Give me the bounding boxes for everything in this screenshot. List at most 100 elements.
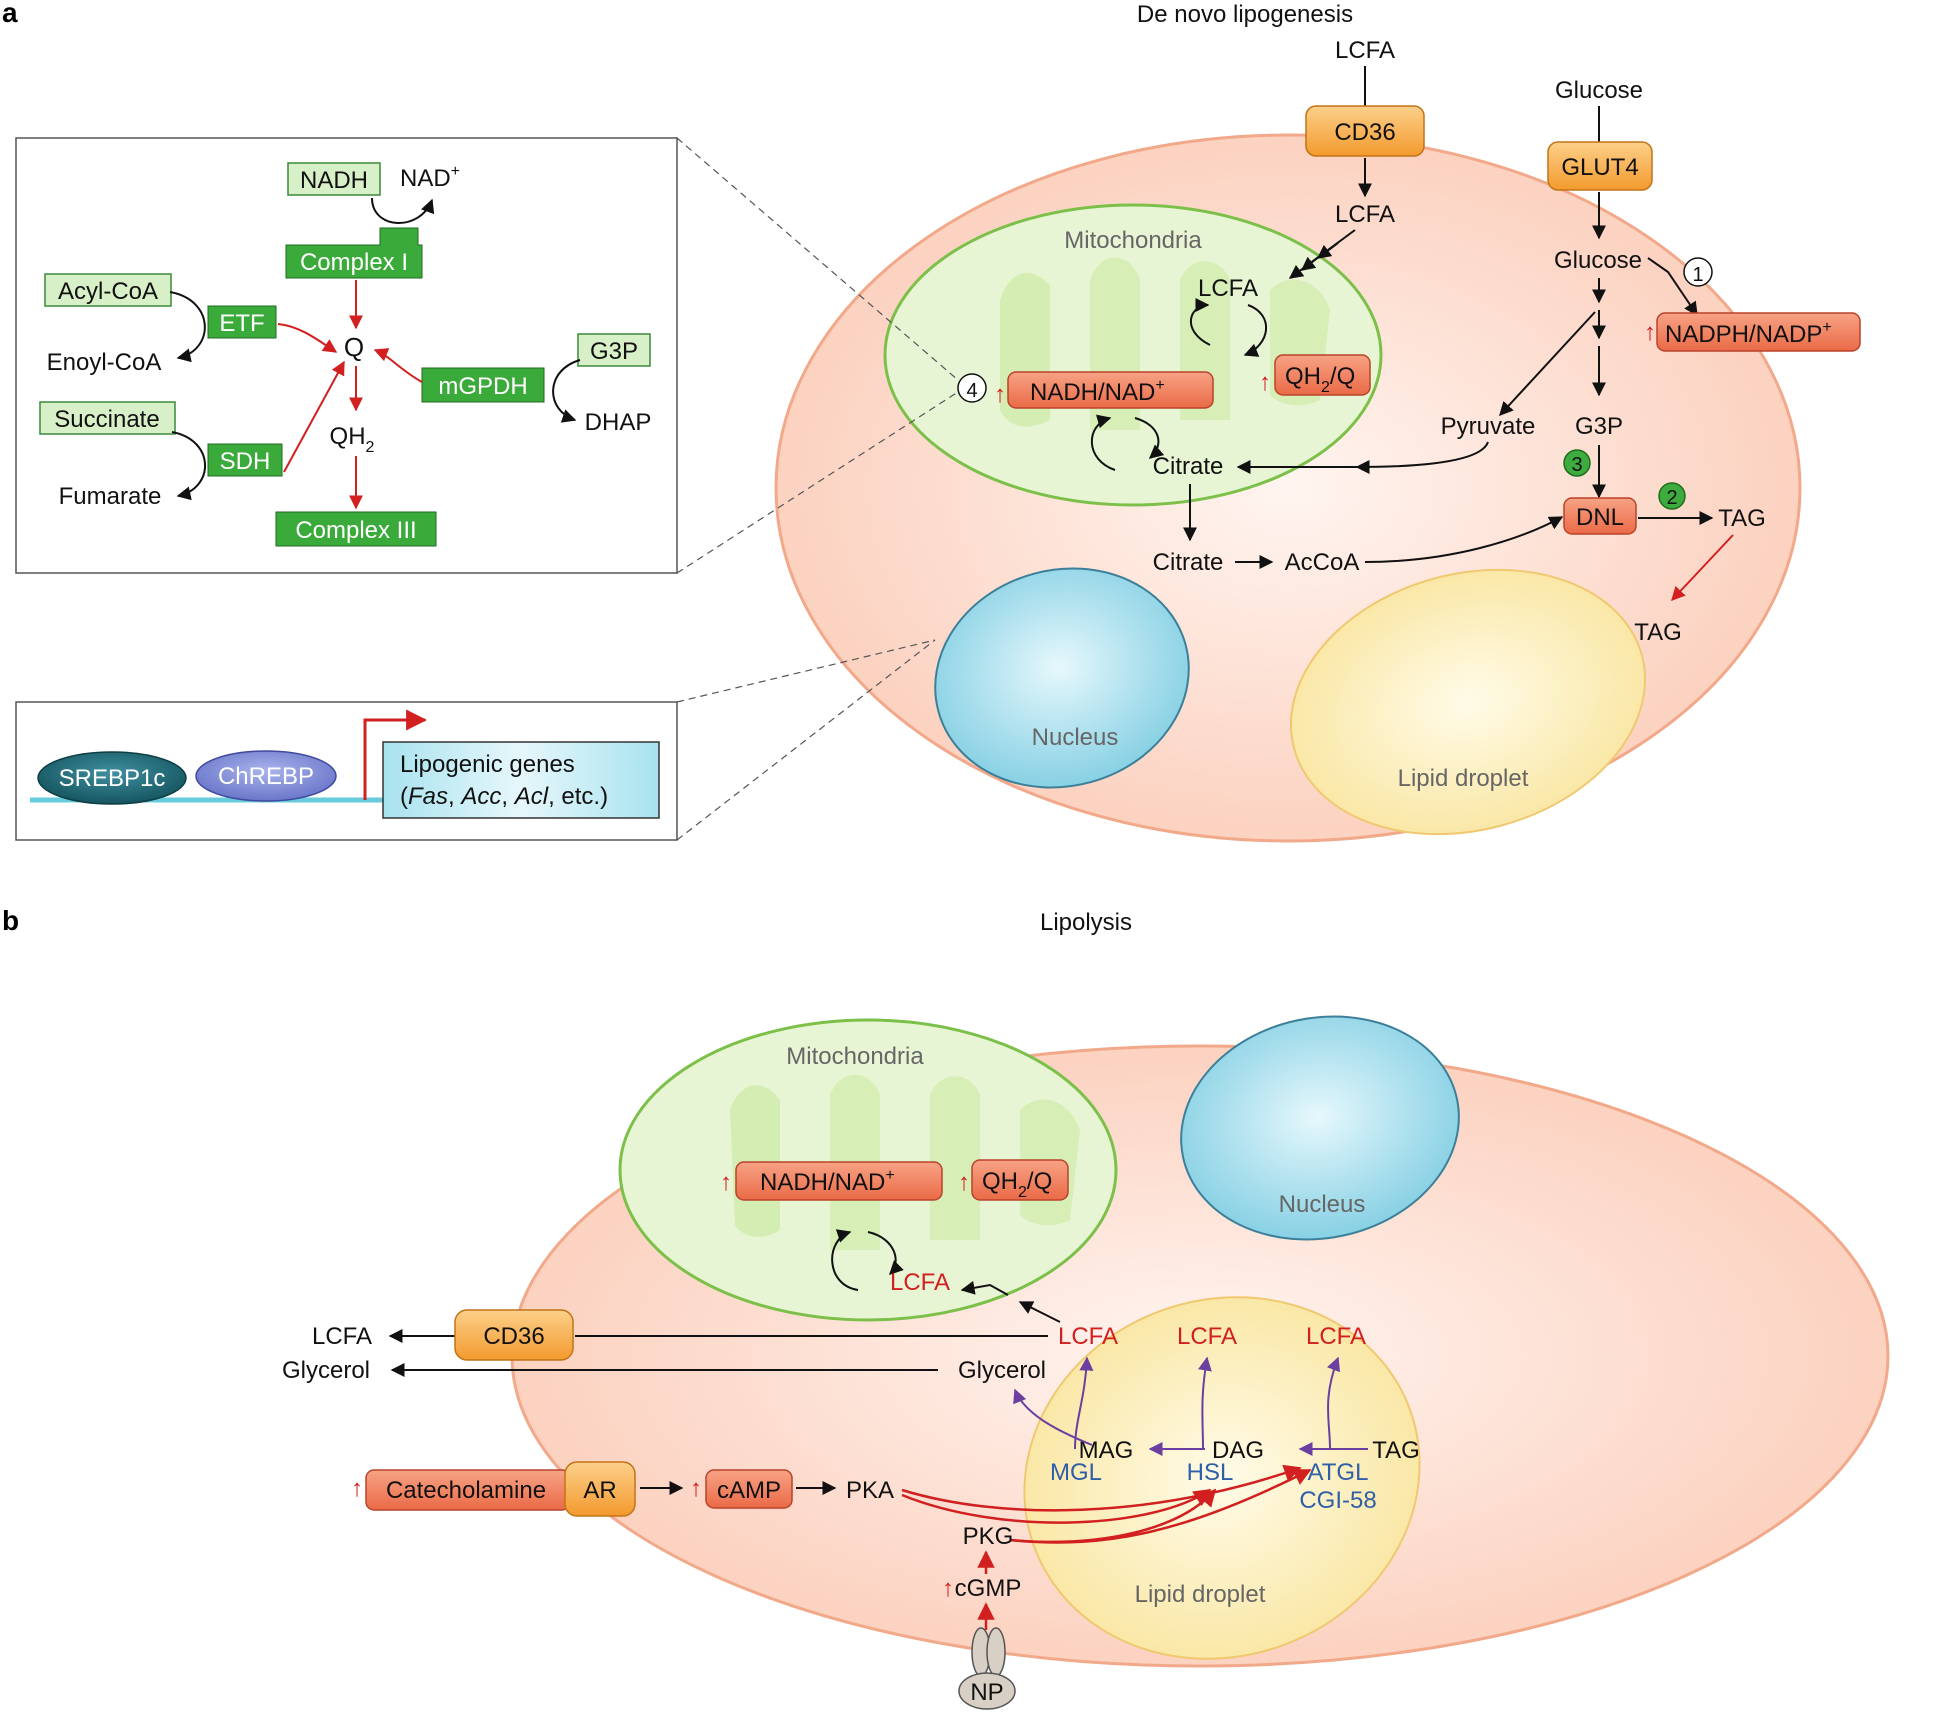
qh2-q-label-a: QH2/Q [1285, 363, 1355, 396]
lcfa-mito-a: LCFA [1198, 275, 1258, 302]
mito-crista [930, 1076, 980, 1240]
lcfa-extracellular-b: LCFA [312, 1323, 372, 1350]
g3p-label: G3P [590, 338, 638, 365]
cd36-label-b: CD36 [483, 1323, 544, 1350]
nadh-box [287, 162, 381, 196]
complex-iii-box [275, 511, 437, 547]
transcription-arrow [363, 709, 428, 800]
cycle-arrow [867, 1231, 904, 1275]
citrate-cytosol-a: Citrate [1153, 549, 1224, 576]
step-1-text: 1 [1692, 264, 1703, 286]
purple-arrow [1326, 1356, 1341, 1450]
adrenergic-receptor [564, 1461, 636, 1517]
succinate-box [39, 401, 176, 435]
nadph-nadp-label: NADPH/NADP+ [1665, 319, 1832, 348]
up-arrow: ↑ [942, 1575, 954, 1602]
inset-connector [676, 137, 959, 381]
etf-label: ETF [219, 310, 264, 337]
glycerol-cytosol-b: Glycerol [958, 1357, 1046, 1384]
cycle-arrow [831, 1229, 859, 1291]
purple-arrow [1013, 1388, 1093, 1446]
arrow [1018, 1301, 1061, 1323]
sdh-label: SDH [220, 448, 271, 475]
step-1-marker [1683, 257, 1713, 287]
cycle-arrow [1189, 298, 1211, 346]
citrate-mito-a: Citrate [1153, 453, 1224, 480]
cd36-label-a: CD36 [1334, 119, 1395, 146]
cgmp-label: cGMP [955, 1575, 1022, 1602]
pkg-label: PKG [963, 1523, 1014, 1550]
arrow [169, 291, 206, 363]
arrow [1499, 311, 1596, 417]
nucleus-label-b: Nucleus [1279, 1191, 1366, 1218]
nadh-nad-ratio-box-b [735, 1161, 943, 1201]
lcfa-cytosol-b3: LCFA [1306, 1323, 1366, 1350]
lipogenic-genes-title: Lipogenic genes [400, 751, 575, 778]
chrebp-factor [195, 750, 337, 802]
accoa-a: AcCoA [1285, 549, 1360, 576]
lipogenic-genes-box [382, 741, 660, 819]
arrow [1300, 255, 1321, 271]
up-arrow: ↑ [720, 1169, 732, 1196]
qh2-q-ratio-box-b [971, 1159, 1069, 1201]
complex-iii-label: Complex III [295, 517, 416, 544]
nadph-nadp-ratio-box [1656, 312, 1861, 352]
step-4-text: 4 [966, 380, 977, 402]
mito-label-b: Mitochondria [786, 1043, 924, 1070]
up-arrow: ↑ [1259, 369, 1271, 396]
mgpdh-label: mGPDH [438, 373, 527, 400]
nad-label: NAD+ [400, 163, 460, 192]
red-arrow [283, 360, 345, 473]
tag-label-b: TAG [1372, 1437, 1420, 1464]
step-3-marker [1563, 449, 1591, 477]
inset-electron-transport [15, 137, 678, 574]
nucleus-label-a: Nucleus [1032, 724, 1119, 751]
purple-arrow [1198, 1356, 1212, 1450]
glucose-cytosol-a: Glucose [1554, 247, 1642, 274]
arrow [1364, 516, 1564, 563]
step-4-marker [957, 373, 987, 403]
up-arrow: ↑ [994, 381, 1006, 408]
nadh-label: NADH [300, 167, 368, 194]
cgi58-coactivator: CGI-58 [1299, 1487, 1376, 1514]
cd36-transporter-b [454, 1309, 574, 1361]
up-arrow: ↑ [690, 1475, 702, 1502]
lcfa-cytosol-b2: LCFA [1177, 1323, 1237, 1350]
cd36-transporter-a [1305, 105, 1425, 157]
nadh-nad-label-a: NADH/NAD+ [1030, 377, 1165, 406]
nadh-nad-label-b: NADH/NAD+ [760, 1167, 895, 1196]
succinate-label: Succinate [54, 406, 159, 433]
red-arrow [277, 323, 338, 353]
panel-b-label: b [2, 905, 19, 936]
arrow [552, 359, 581, 423]
lcfa-cytosol-a: LCFA [1335, 201, 1395, 228]
lcfa-extracellular-a: LCFA [1335, 37, 1395, 64]
qh2-q-ratio-box-a [1274, 354, 1371, 396]
panel-a-label: a [2, 0, 18, 28]
qh2-q-label-b: QH2/Q [982, 1168, 1052, 1201]
inset-connector [676, 639, 936, 703]
dag-label: DAG [1212, 1437, 1264, 1464]
arrow [171, 431, 206, 501]
catecholamine-label: Catecholamine [386, 1477, 546, 1504]
qh2-label: QH2 [330, 423, 375, 456]
up-arrow: ↑ [1644, 319, 1656, 346]
camp-label: cAMP [717, 1477, 781, 1504]
glut4-transporter-a [1547, 141, 1653, 191]
arrow [1647, 257, 1698, 317]
lipid-droplet-label-a: Lipid droplet [1398, 765, 1529, 792]
sdh-box [207, 443, 283, 477]
mgpdh-box [421, 367, 545, 403]
glucose-extracellular-a: Glucose [1555, 77, 1643, 104]
pka-label: PKA [846, 1477, 894, 1504]
srebp1c-factor [37, 751, 187, 805]
lcfa-cytosol-b1: LCFA [1058, 1323, 1118, 1350]
nucleus-b [1180, 1015, 1460, 1241]
step-2-marker [1658, 482, 1686, 510]
natriuretic-peptide [958, 1672, 1016, 1710]
mgl-enzyme: MGL [1050, 1459, 1102, 1486]
q-label: Q [344, 332, 364, 362]
cycle-arrow [1243, 304, 1267, 357]
np-receptor-subunit [986, 1627, 1006, 1677]
